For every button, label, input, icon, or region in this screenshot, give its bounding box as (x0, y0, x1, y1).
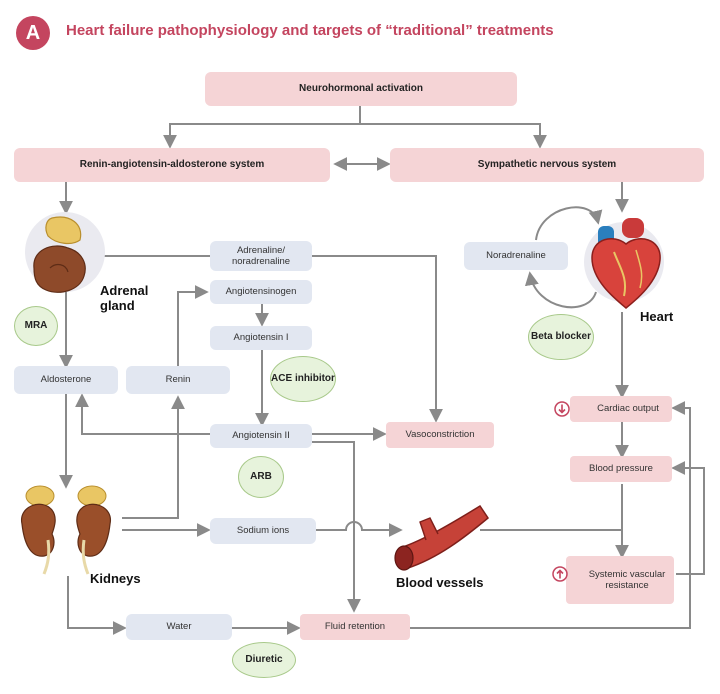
box-sympathetic-nervous-system: Sympathetic nervous system (390, 148, 704, 182)
arrow-noradrenaline-loop-top (535, 206, 603, 241)
blood-vessel-illustration (394, 504, 489, 571)
heart-illustration (584, 218, 664, 309)
down-arrow-icon (554, 401, 570, 417)
drug-ace-inhibitor: ACE inhibitor (270, 356, 336, 402)
box-blood-pressure: Blood pressure (570, 456, 672, 482)
arrow-kidneys-to-water (67, 576, 127, 635)
label-kidneys: Kidneys (90, 571, 141, 586)
label-adrenal-gland: Adrenal gland (100, 283, 149, 313)
box-neurohormonal-activation: Neurohormonal activation (205, 72, 517, 106)
box-vasoconstriction: Vasoconstriction (386, 422, 494, 448)
drug-beta-blocker: Beta blocker (528, 314, 594, 360)
box-fluid-retention: Fluid retention (300, 614, 410, 640)
panel-badge: A (16, 16, 50, 50)
adrenal-gland-illustration (25, 212, 105, 293)
arrow-noradrenaline-loop-bottom (524, 271, 597, 309)
box-angiotensinogen: Angiotensinogen (210, 280, 312, 304)
arrow-kidneys-to-renin (122, 395, 185, 519)
figure-title: Heart failure pathophysiology and target… (66, 22, 554, 39)
box-renin: Renin (126, 366, 230, 394)
arrow-neuro-to-raas (163, 104, 361, 149)
arrow-neuro-to-sns (360, 123, 547, 149)
drug-arb: ARB (238, 456, 284, 498)
arrow-ang2-to-fluid (312, 441, 361, 613)
arrow-svr-to-bp (671, 461, 705, 575)
box-water: Water (126, 614, 232, 640)
box-adrenaline: Adrenaline/ noradrenaline (210, 241, 312, 271)
arrow-fluid-to-cardiac-output (410, 401, 691, 629)
label-heart: Heart (640, 309, 674, 324)
box-raas: Renin-angiotensin-aldosterone system (14, 148, 330, 182)
box-noradrenaline: Noradrenaline (464, 242, 568, 270)
drug-diuretic: Diuretic (232, 642, 296, 678)
label-blood-vessels: Blood vessels (396, 575, 484, 590)
arrow-sodium-to-vessels (316, 521, 403, 537)
kidneys-illustration (21, 485, 111, 575)
box-cardiac-output: Cardiac output (570, 396, 672, 422)
box-systemic-vascular-resistance: Systemic vascular resistance (566, 556, 674, 604)
box-sodium-ions: Sodium ions (210, 518, 316, 544)
up-arrow-icon (552, 566, 568, 582)
box-aldosterone: Aldosterone (14, 366, 118, 394)
box-angiotensin-1: Angiotensin I (210, 326, 312, 350)
arrow-ang2-to-aldosterone (75, 393, 212, 435)
drug-mra: MRA (14, 306, 58, 346)
box-angiotensin-2: Angiotensin II (210, 424, 312, 448)
arrow-vessels-to-svr (480, 529, 629, 559)
arrow-renin-to-angiotensinogen (177, 285, 209, 366)
